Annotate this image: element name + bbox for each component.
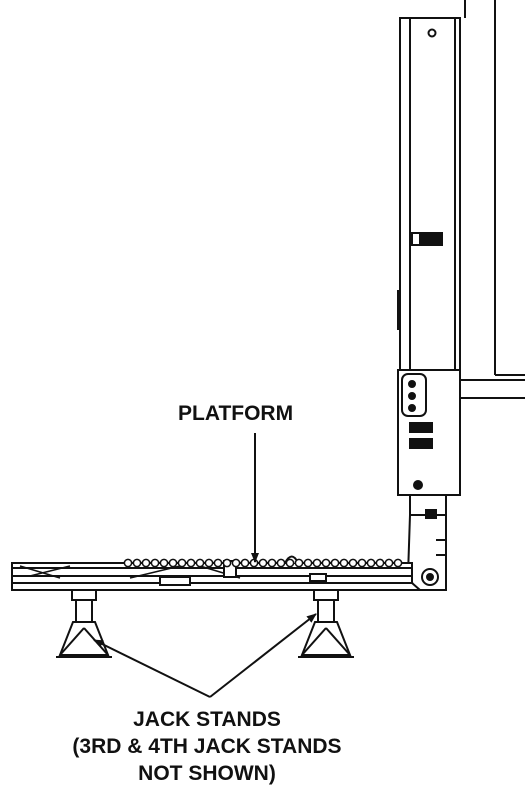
jack-stands-label-line-1: JACK STANDS [133,708,281,731]
roller-chain [123,558,403,568]
jack-arrow-left [93,639,211,698]
jack-stand-left [56,589,112,658]
platform-label: PLATFORM [178,402,294,425]
leader-lines [93,433,317,698]
vehicle-frame [460,0,525,399]
platform [11,555,423,591]
jack-stands-label: JACK STANDS (3RD & 4TH JACK STANDS NOT S… [0,706,414,787]
jack-stands-label-line-3: NOT SHOWN) [138,762,276,785]
vertical-mast [397,17,461,401]
pivot-arm [406,494,447,591]
jack-arrow-right [209,613,317,698]
jack-stands-label-line-2: (3RD & 4TH JACK STANDS [72,735,342,758]
jack-stand-right [298,589,354,658]
lower-housing [397,369,461,496]
